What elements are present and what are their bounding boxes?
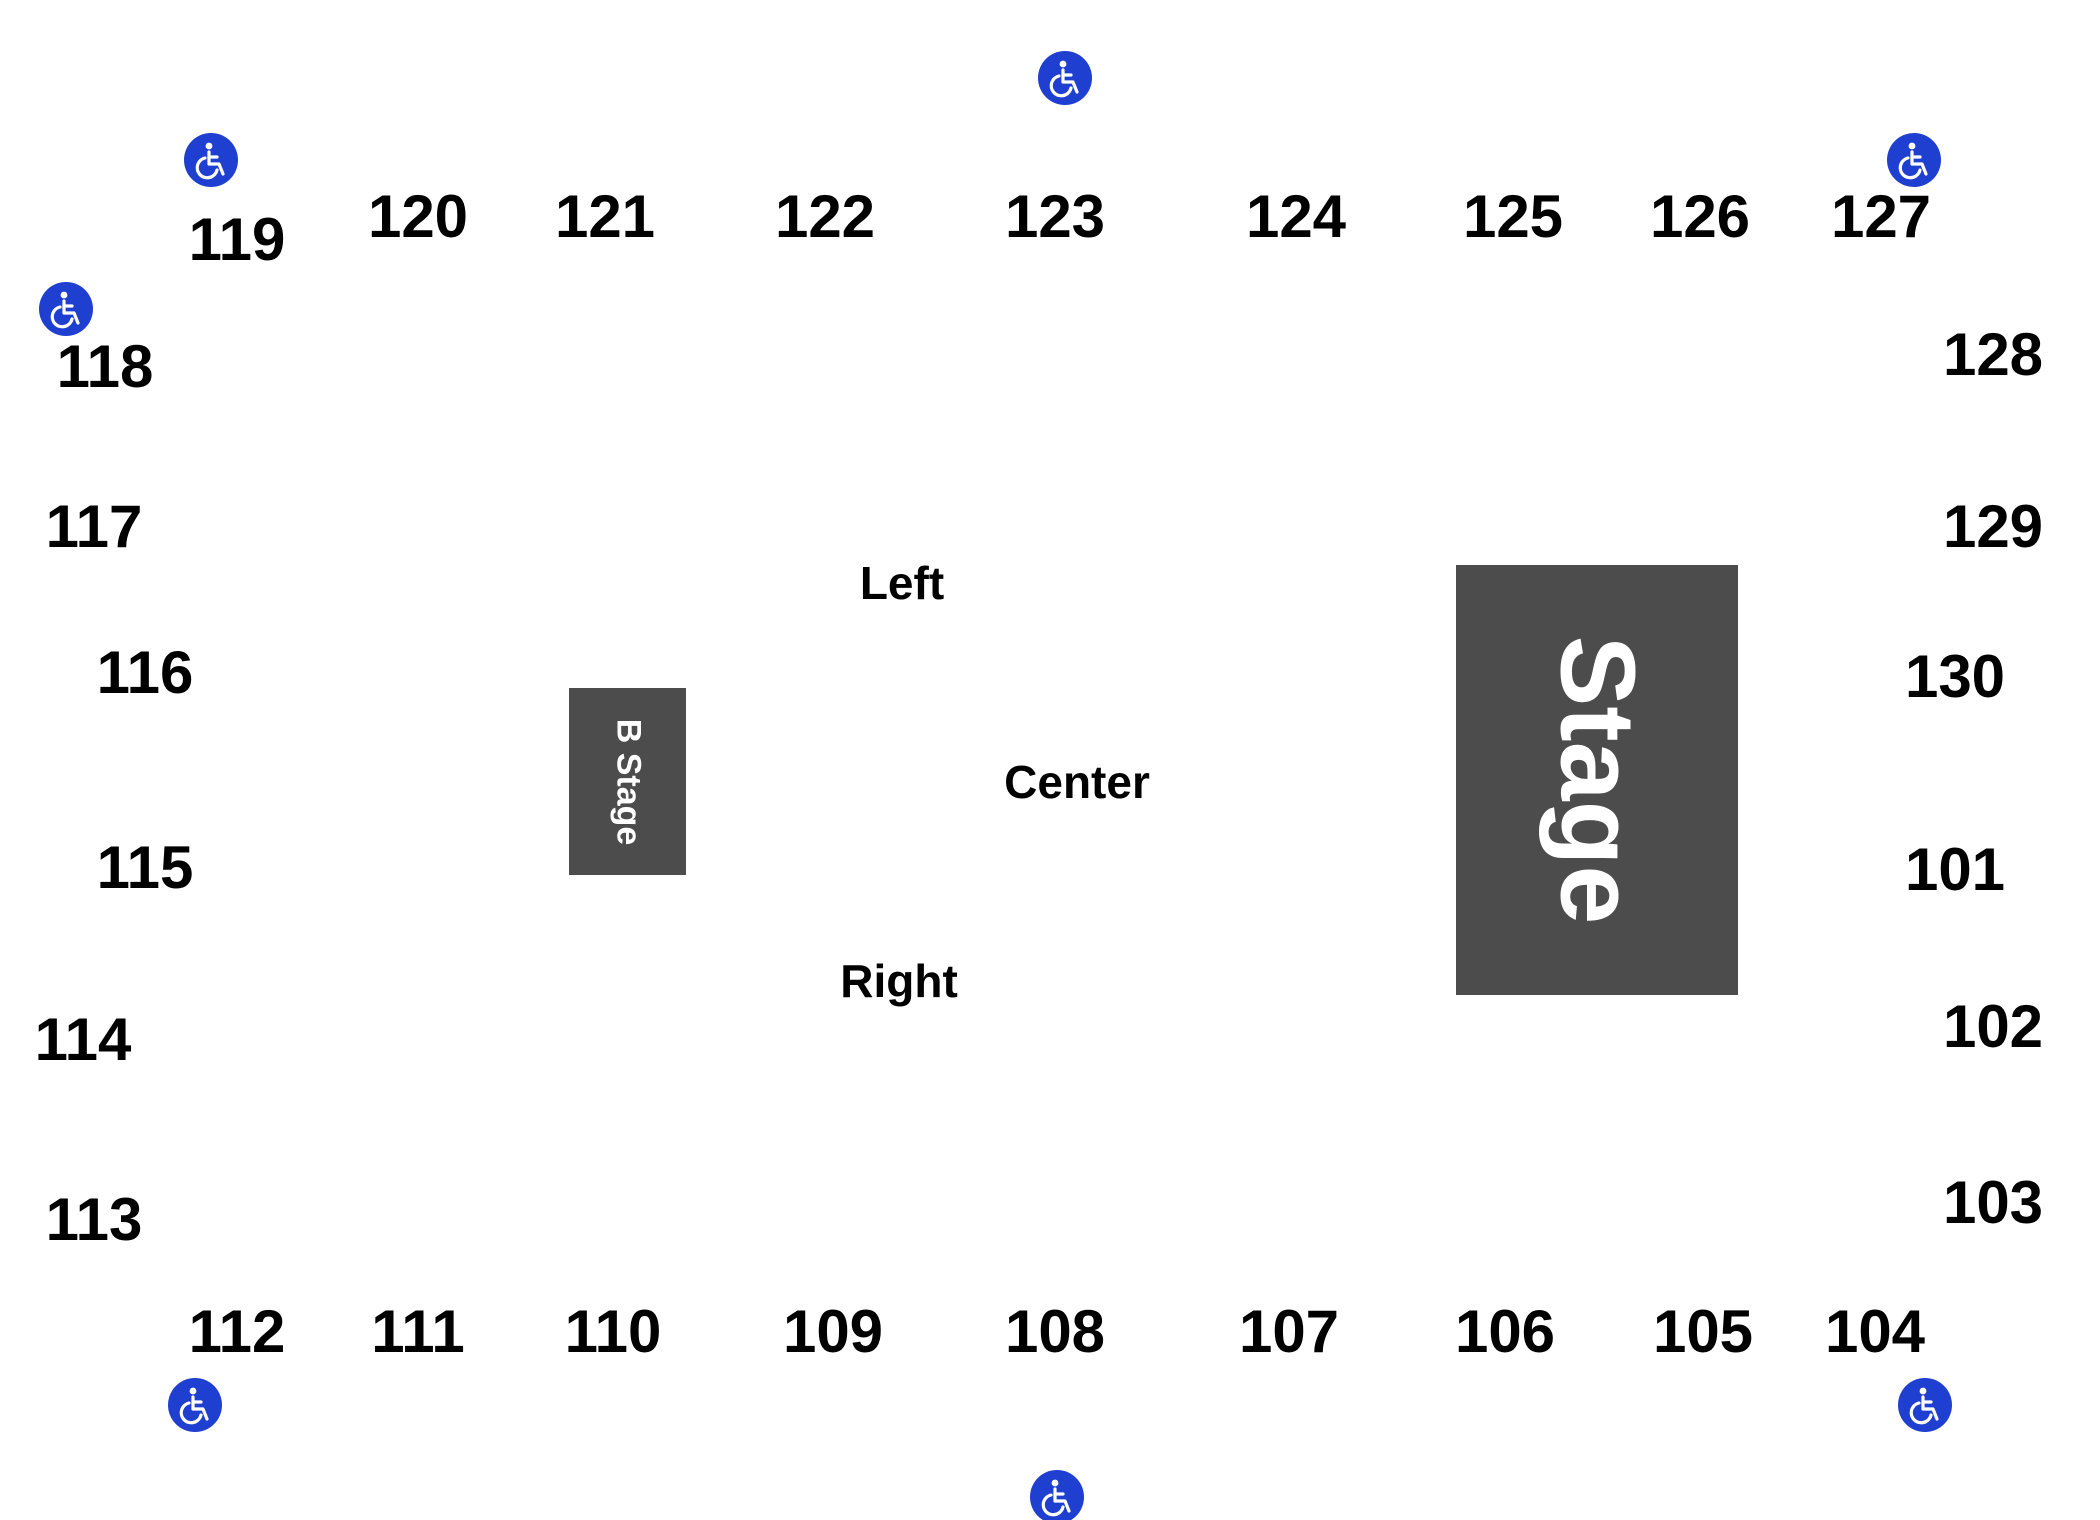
section-103[interactable]: 103	[1942, 1169, 2044, 1236]
main-stage: Stage	[1456, 565, 1738, 995]
section-106[interactable]: 106	[1454, 1298, 1556, 1365]
section-121[interactable]: 121	[554, 183, 656, 250]
section-124[interactable]: 124	[1245, 183, 1347, 250]
section-105[interactable]: 105	[1652, 1298, 1754, 1365]
section-110[interactable]: 110	[564, 1298, 662, 1365]
section-125[interactable]: 125	[1462, 183, 1564, 250]
floor-zone-right[interactable]: Right	[840, 955, 958, 1007]
section-115[interactable]: 115	[96, 834, 194, 901]
section-128[interactable]: 128	[1942, 321, 2044, 388]
section-101[interactable]: 101	[1904, 836, 2006, 903]
section-117[interactable]: 117	[45, 493, 143, 560]
section-118[interactable]: 118	[56, 333, 154, 400]
wheelchair-icon	[1038, 51, 1092, 105]
section-102[interactable]: 102	[1942, 993, 2044, 1060]
section-114[interactable]: 114	[34, 1006, 132, 1073]
wheelchair-icon	[1887, 133, 1941, 187]
wheelchair-icon	[168, 1378, 222, 1432]
section-108[interactable]: 108	[1004, 1298, 1106, 1365]
section-130[interactable]: 130	[1904, 643, 2006, 710]
wheelchair-icon	[184, 133, 238, 187]
section-123[interactable]: 123	[1004, 183, 1106, 250]
section-113[interactable]: 113	[45, 1186, 143, 1253]
section-112[interactable]: 112	[188, 1298, 286, 1365]
section-127[interactable]: 127	[1830, 183, 1932, 250]
section-104[interactable]: 104	[1824, 1298, 1926, 1365]
b-stage-label: B Stage	[609, 718, 647, 845]
section-126[interactable]: 126	[1649, 183, 1751, 250]
section-109[interactable]: 109	[782, 1298, 884, 1365]
wheelchair-icon	[1898, 1378, 1952, 1432]
section-129[interactable]: 129	[1942, 493, 2044, 560]
section-120[interactable]: 120	[367, 183, 469, 250]
floor-zone-center[interactable]: Center	[1004, 756, 1150, 808]
section-119[interactable]: 119	[188, 206, 286, 273]
section-107[interactable]: 107	[1238, 1298, 1340, 1365]
b-stage: B Stage	[569, 688, 686, 875]
main-stage-label: Stage	[1538, 635, 1657, 925]
wheelchair-icon	[1030, 1470, 1084, 1520]
section-116[interactable]: 116	[96, 639, 194, 706]
section-111[interactable]: 111	[371, 1298, 465, 1365]
floor-zone-left[interactable]: Left	[859, 557, 945, 609]
wheelchair-icon	[39, 282, 93, 336]
section-122[interactable]: 122	[774, 183, 876, 250]
